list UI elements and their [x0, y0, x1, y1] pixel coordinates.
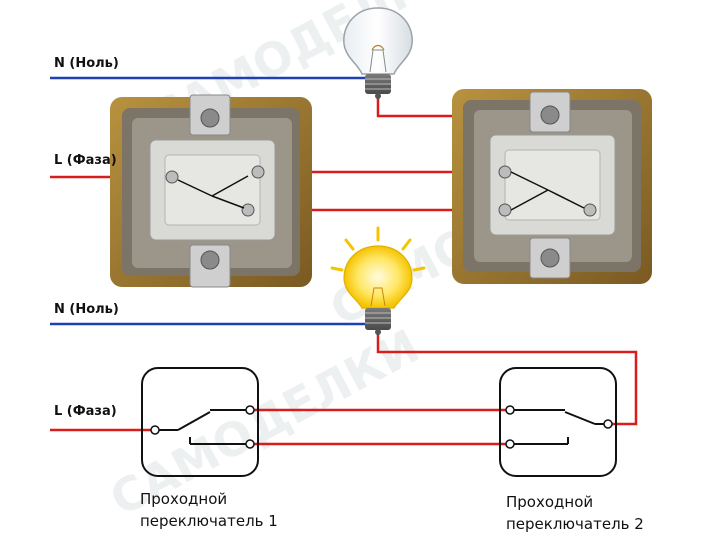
phase-label-top: L (Фаза) — [54, 153, 117, 168]
switch-1-caption-line-2: переключатель 1 — [140, 512, 278, 530]
neutral-label-top: N (Ноль) — [54, 56, 119, 71]
phase-label-bottom: L (Фаза) — [54, 404, 117, 419]
switch-2-caption-line-1: Проходной — [506, 493, 594, 511]
switch-2-caption-line-2: переключатель 2 — [506, 515, 644, 533]
switch-1-caption: Проходной переключатель 1 — [140, 488, 278, 532]
neutral-label-bottom: N (Ноль) — [54, 302, 119, 317]
switch-1-caption-line-1: Проходной — [140, 490, 228, 508]
switch-photo-2 — [452, 89, 652, 284]
switch-2-caption: Проходной переключатель 2 — [506, 491, 644, 535]
switch-photo-1 — [110, 94, 312, 288]
schematic-switch-1 — [141, 367, 259, 477]
schematic-switch-2 — [499, 367, 617, 477]
light-bulb-on-icon — [330, 226, 426, 335]
light-bulb-off-icon — [343, 7, 413, 99]
lamp-wire-bottom — [376, 334, 638, 426]
